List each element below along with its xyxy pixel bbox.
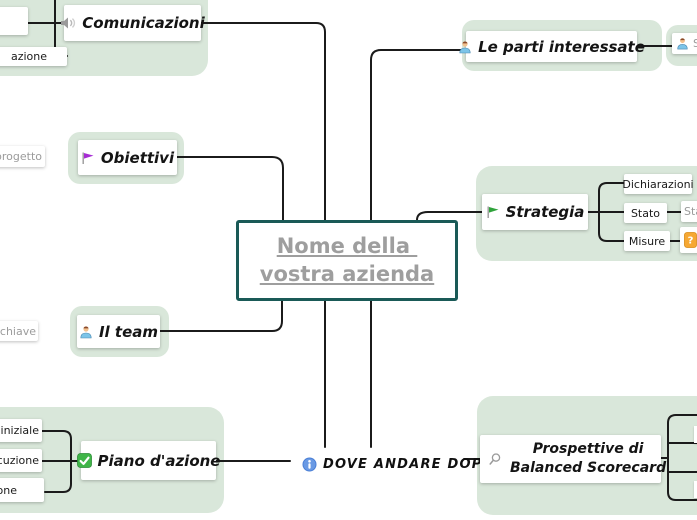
node-piano-dazione[interactable]: Piano d'azione [76,441,220,480]
node-il-team[interactable]: Il team [77,315,160,348]
node-label: azione [10,50,47,63]
node-misure[interactable]: Misure [624,231,670,251]
person-icon [676,37,689,50]
node-label-line2: Balanced Scorecard [510,460,667,476]
check-icon [76,453,92,468]
magnifier-icon [488,452,502,466]
node-partial-chiave[interactable]: li chiave [0,321,38,341]
node-label: Stato [630,206,661,220]
person-icon [458,40,472,54]
node-partial-scorecard-child-2[interactable] [694,481,697,498]
node-label: DOVE ANDARE DOPO? [323,456,504,472]
person-icon [79,325,93,339]
node-partial-misure-child[interactable]: ? [680,227,697,253]
node-label: Stat [684,205,697,218]
node-dove-andare-dopo[interactable]: DOVE ANDARE DOPO? [302,451,502,477]
node-le-parti-interessate[interactable]: Le parti interessate [459,31,645,62]
node-partial-topleft[interactable] [0,7,28,35]
node-label: esecuzione [0,454,39,467]
node-label: Strategia [505,203,585,221]
node-label: Piano d'azione [97,451,221,470]
node-label: l progetto [0,150,42,163]
node-partial-stato-child[interactable]: Stat [681,201,697,222]
node-strategia[interactable]: Strategia [482,194,588,230]
central-title-line1: Nome della [276,234,418,259]
node-comunicazioni[interactable]: Comunicazioni [61,5,205,41]
node-label: ione [0,483,17,497]
node-label: Il team [98,322,159,341]
node-prospettive-balanced-scorecard[interactable]: Prospettive di Balanced Scorecard [480,435,666,483]
node-label: Misure [628,234,666,248]
node-label: ase iniziale [0,424,39,437]
node-label-line1: Prospettive di [532,441,644,458]
node-partial-stakeholder[interactable]: S [672,33,697,54]
node-stato[interactable]: Stato [624,203,667,223]
node-partial-ione[interactable]: ione [0,478,44,502]
svg-text:?: ? [688,236,694,247]
green-flag-icon [486,205,500,219]
info-icon [302,457,317,472]
speaker-icon [60,15,76,31]
node-esecuzione[interactable]: esecuzione [0,449,42,472]
node-label: Le parti interessate [478,37,645,56]
node-partial-azione[interactable]: azione [0,47,67,66]
purple-flag-icon [81,151,95,165]
node-label: Dichiarazioni [622,177,694,191]
node-partial-scorecard-child-1[interactable] [694,426,697,443]
node-obiettivi[interactable]: Obiettivi [78,140,177,175]
node-label: S [693,37,697,50]
node-partial-progetto[interactable]: l progetto [0,146,45,167]
node-label: Obiettivi [100,148,175,167]
help-question-icon: ? [684,232,697,248]
node-dichiarazioni[interactable]: Dichiarazioni [622,174,694,194]
node-label: Comunicazioni [82,14,205,32]
node-fase-iniziale[interactable]: ase iniziale [0,419,42,442]
central-topic[interactable]: Nome della vostra azienda [236,220,458,301]
node-label: li chiave [0,324,36,338]
central-title-line2: vostra azienda [259,261,435,286]
